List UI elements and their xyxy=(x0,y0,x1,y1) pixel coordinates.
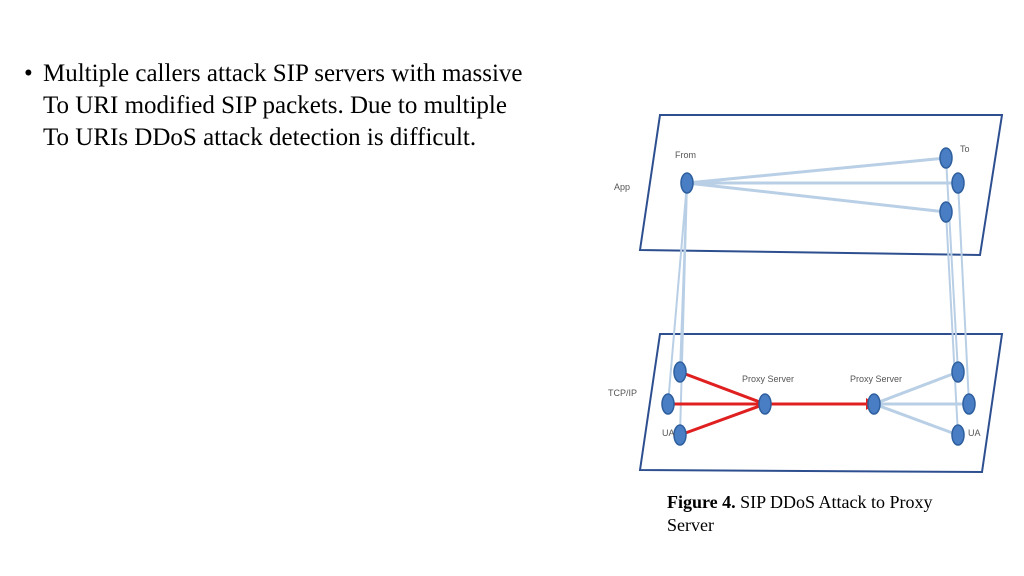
bullet-list: • Multiple callers attack SIP servers wi… xyxy=(24,58,524,154)
bullet-item: • Multiple callers attack SIP servers wi… xyxy=(24,58,524,154)
to-node-2 xyxy=(951,172,965,194)
caller-node-3 xyxy=(673,424,687,446)
figure-caption-text: SIP DDoS Attack to Proxy Server xyxy=(667,492,933,535)
attack-links xyxy=(668,370,866,437)
ua-right-node-1 xyxy=(951,361,965,383)
to-node-3 xyxy=(939,201,953,223)
from-node xyxy=(680,172,694,194)
proxy-left-label: Proxy Server xyxy=(742,374,794,384)
proxy-right-node xyxy=(867,393,881,415)
caller-node-2 xyxy=(661,393,675,415)
ua-right-node-2 xyxy=(962,393,976,415)
nodes xyxy=(661,147,976,446)
proxy-left-node xyxy=(758,393,772,415)
to-node-1 xyxy=(939,147,953,169)
from-label: From xyxy=(675,150,696,160)
sip-ddos-diagram: App TCP/IP From To Proxy Server Proxy Se… xyxy=(608,114,1004,474)
caller-node-1 xyxy=(673,361,687,383)
inter-plane-links xyxy=(667,157,970,436)
bullet-text: Multiple callers attack SIP servers with… xyxy=(43,60,523,151)
app-plane-label: App xyxy=(614,182,630,192)
from-to-links xyxy=(686,156,958,214)
app-plane xyxy=(638,114,1004,257)
ua-right-node-3 xyxy=(951,424,965,446)
bullet-marker: • xyxy=(24,60,33,87)
proxy-right-label: Proxy Server xyxy=(850,374,902,384)
ua-right-label: UA xyxy=(968,428,981,438)
proxy-fanout-links xyxy=(873,370,969,437)
figure-caption-label: Figure 4. xyxy=(667,492,736,512)
to-label: To xyxy=(960,144,970,154)
ua-left-label: UA xyxy=(662,428,675,438)
figure-caption: Figure 4. SIP DDoS Attack to Proxy Serve… xyxy=(667,491,967,537)
network-plane-label: TCP/IP xyxy=(608,388,637,398)
